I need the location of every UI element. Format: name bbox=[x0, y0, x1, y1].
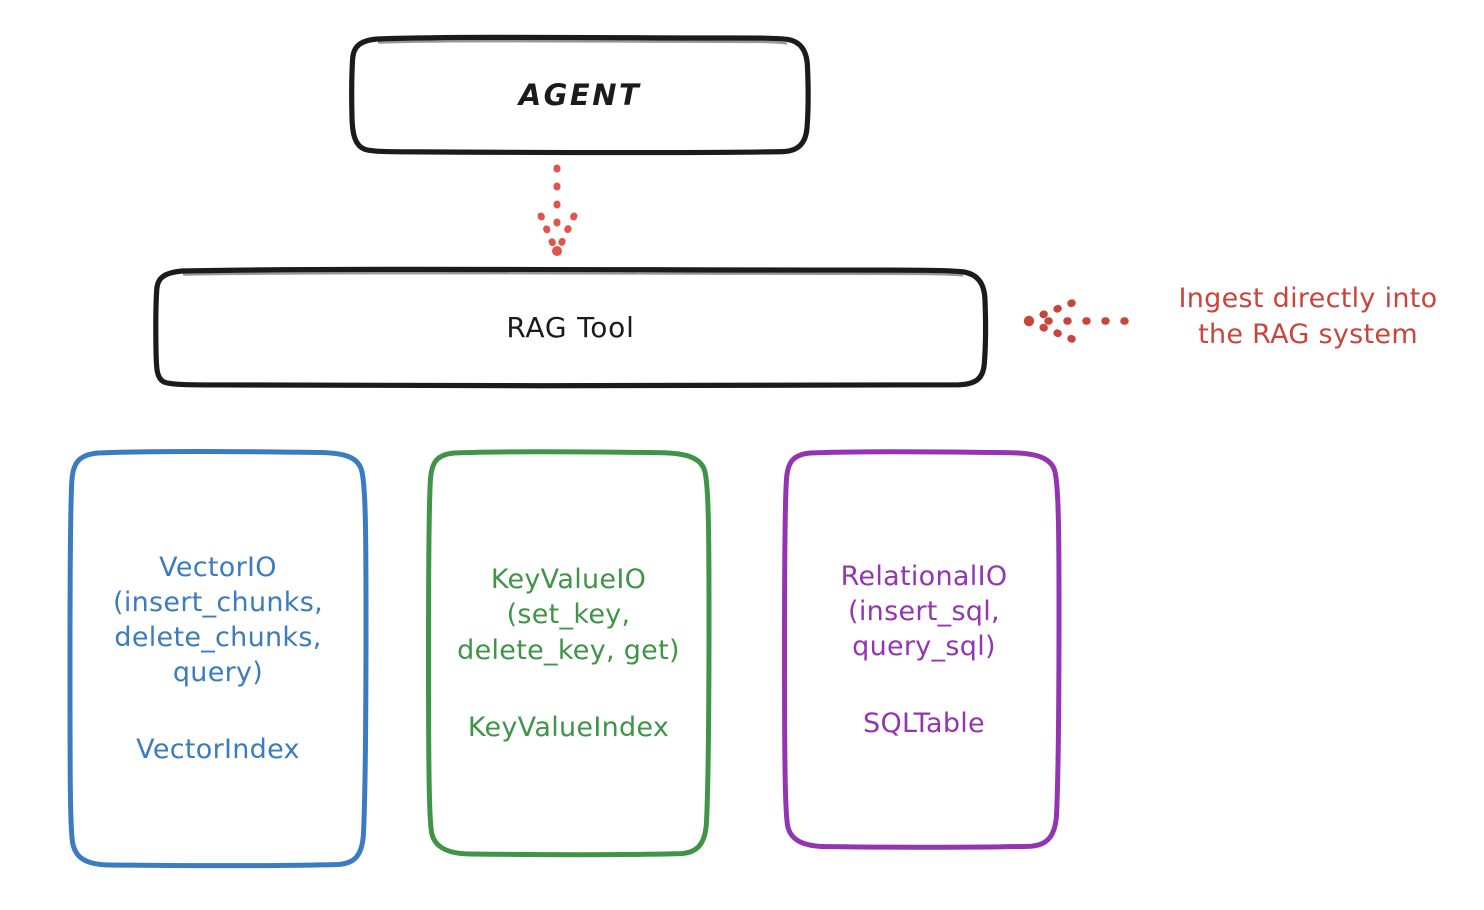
ingest-arrow bbox=[1023, 299, 1129, 343]
vector-io-methods: VectorIO (insert_chunks, delete_chunks, … bbox=[113, 551, 323, 689]
vector-index-name: VectorIndex bbox=[136, 734, 300, 766]
rag-tool-label: RAG Tool bbox=[506, 310, 635, 344]
agent-to-rag-arrow bbox=[537, 164, 578, 256]
key-value-io-methods: KeyValueIO (set_key, delete_key, get) bbox=[457, 564, 680, 666]
agent-label: AGENT bbox=[518, 78, 642, 112]
vector-io-label: VectorIO (insert_chunks, delete_chunks, … bbox=[70, 452, 366, 865]
relational-io-label: RelationalIO (insert_sql, query_sql) SQL… bbox=[785, 452, 1063, 848]
ingest-annotation-text: Ingest directly into the RAG system bbox=[1178, 283, 1438, 350]
key-value-index-name: KeyValueIndex bbox=[467, 711, 670, 743]
relational-io-methods: RelationalIO (insert_sql, query_sql) bbox=[840, 560, 1008, 662]
key-value-io-label: KeyValueIO (set_key, delete_key, get) Ke… bbox=[427, 452, 710, 855]
sql-table-name: SQLTable bbox=[863, 708, 985, 740]
